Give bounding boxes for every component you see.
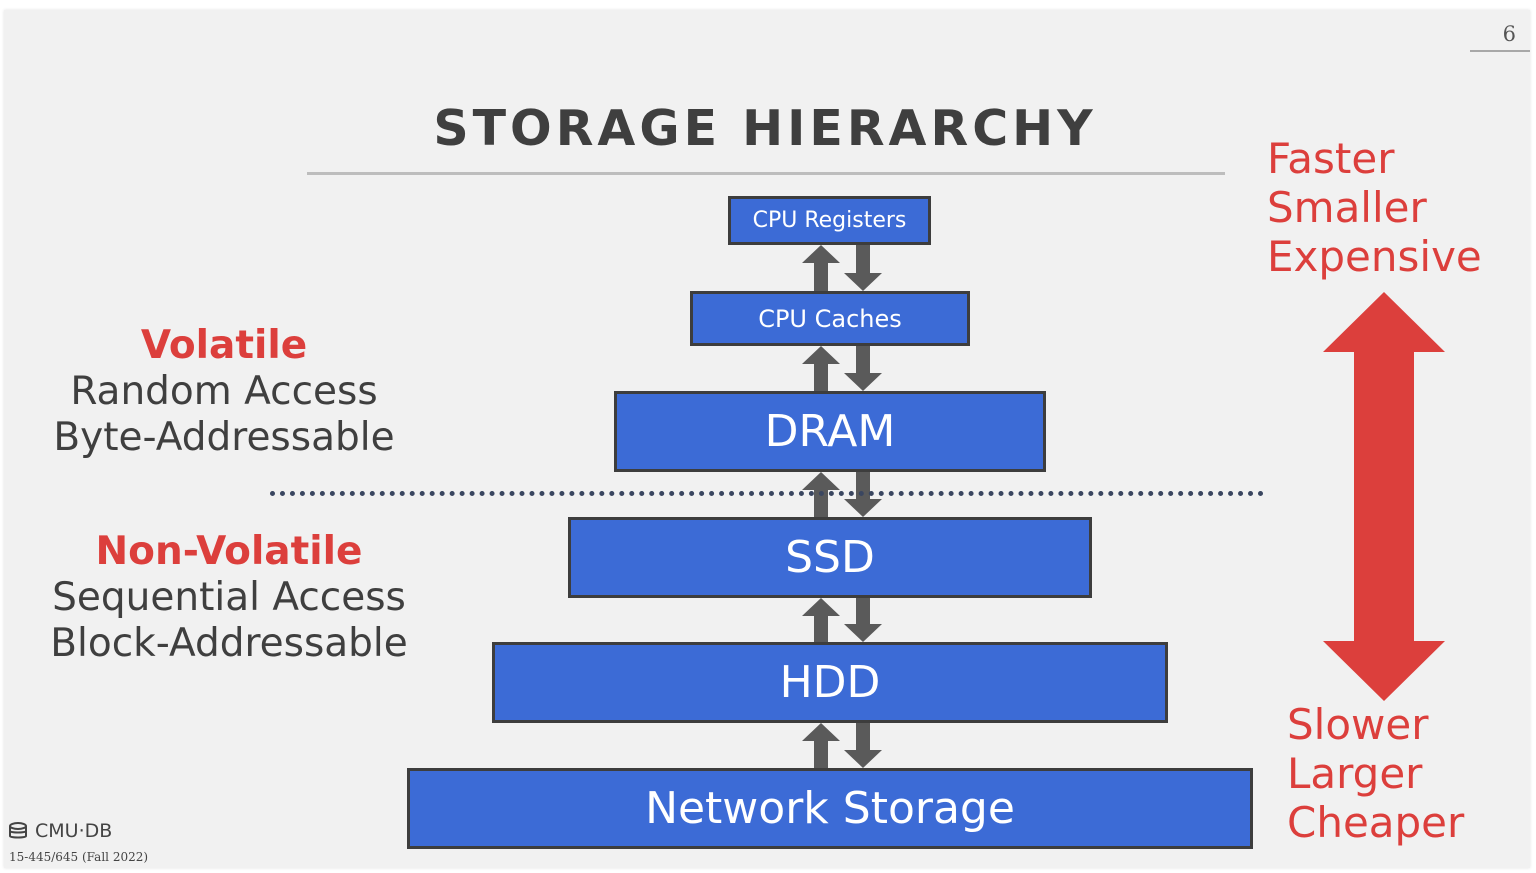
level-ssd: SSD xyxy=(568,517,1092,598)
volatile-heading: Volatile xyxy=(140,323,308,368)
database-icon xyxy=(9,822,27,839)
title-underline xyxy=(307,172,1225,175)
level-label: HDD xyxy=(779,657,881,708)
down-arrow-icon xyxy=(844,245,882,291)
volatility-divider xyxy=(270,491,1264,496)
up-arrow-icon xyxy=(802,723,840,768)
level-label: Network Storage xyxy=(645,783,1015,834)
level-cpu-registers: CPU Registers xyxy=(728,196,931,245)
volatile-line: Byte-Addressable xyxy=(53,415,395,460)
tradeoff-line: Cheaper xyxy=(1287,798,1465,847)
top-tradeoff-labels: Faster Smaller Expensive xyxy=(1267,134,1482,281)
level-hdd: HDD xyxy=(492,642,1168,723)
tradeoff-line: Slower xyxy=(1287,700,1429,749)
cmu-db-logo: CMU·DB xyxy=(9,820,112,842)
tradeoff-line: Faster xyxy=(1267,134,1395,183)
down-arrow-icon xyxy=(844,598,882,642)
bottom-tradeoff-labels: Slower Larger Cheaper xyxy=(1287,700,1464,847)
up-arrow-icon xyxy=(802,598,840,642)
page-number-rule xyxy=(1470,50,1530,52)
volatile-label-group: Volatile Random Access Byte-Addressable xyxy=(24,323,424,461)
level-cpu-caches: CPU Caches xyxy=(690,291,970,346)
level-label: DRAM xyxy=(764,406,896,457)
volatile-line: Random Access xyxy=(70,369,378,414)
course-label: 15-445/645 (Fall 2022) xyxy=(9,850,149,864)
tradeoff-line: Larger xyxy=(1287,749,1423,798)
arrow-layer xyxy=(802,245,1445,768)
level-network-storage: Network Storage xyxy=(407,768,1253,849)
non-volatile-line: Sequential Access xyxy=(52,575,406,620)
tradeoff-line: Expensive xyxy=(1267,232,1482,281)
slide-title: STORAGE HIERARCHY xyxy=(433,100,1097,157)
up-arrow-icon xyxy=(802,245,840,291)
down-arrow-icon xyxy=(844,346,882,391)
down-arrow-icon xyxy=(844,723,882,768)
level-label: CPU Caches xyxy=(758,304,902,333)
level-label: SSD xyxy=(785,532,875,583)
up-arrow-icon xyxy=(802,346,840,391)
non-volatile-line: Block-Addressable xyxy=(50,621,408,666)
slide: 6 STORAGE HIERARCHY CPU Registers CPU Ca… xyxy=(4,10,1530,868)
level-dram: DRAM xyxy=(614,391,1046,472)
logo-text: CMU·DB xyxy=(35,820,113,842)
non-volatile-label-group: Non-Volatile Sequential Access Block-Add… xyxy=(24,529,434,667)
level-label: CPU Registers xyxy=(752,208,907,233)
tradeoff-line: Smaller xyxy=(1267,183,1427,232)
red-double-arrow-icon xyxy=(1323,292,1445,701)
page-number: 6 xyxy=(1502,22,1516,46)
non-volatile-heading: Non-Volatile xyxy=(95,529,363,574)
